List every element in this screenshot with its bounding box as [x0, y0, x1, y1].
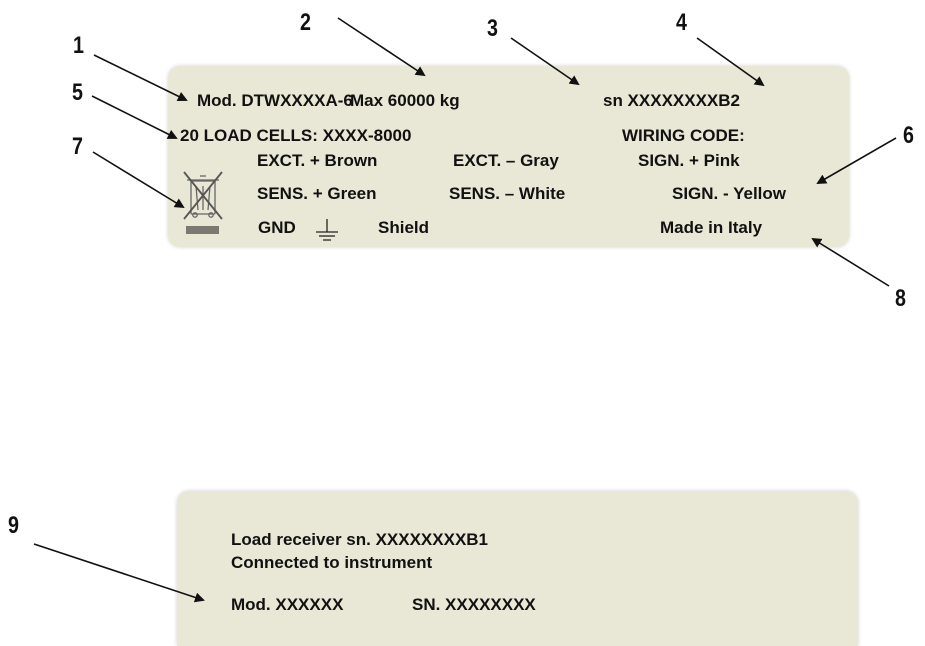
connected-to-instrument-text: Connected to instrument: [231, 553, 433, 572]
callout-arrow-7: [92, 151, 185, 209]
callout-arrow-6: [816, 137, 897, 184]
crossed-out-wheelie-bin-icon: [183, 171, 223, 234]
wiring-exct-minus: EXCT. – Gray: [453, 151, 559, 170]
callout-number-3: 3: [487, 15, 498, 42]
callout-number-8: 8: [895, 285, 906, 312]
wiring-sens-plus: SENS. + Green: [257, 184, 377, 203]
wiring-sign-minus: SIGN. - Yellow: [672, 184, 786, 203]
wiring-gnd: GND: [258, 218, 296, 237]
model-text: Mod. DTWXXXXA-6: [197, 91, 353, 110]
wiring-code-title: WIRING CODE:: [622, 126, 745, 145]
callout-number-4: 4: [676, 9, 687, 36]
serial-number-text: sn XXXXXXXXB2: [603, 91, 741, 110]
callout-number-6: 6: [903, 122, 914, 149]
load-cells-text: 20 LOAD CELLS: XXXX-8000: [180, 126, 412, 145]
max-capacity-text: Max 60000 kg: [350, 91, 460, 110]
callout-arrow-8: [811, 237, 890, 287]
callout-arrow-3: [510, 37, 580, 86]
product-label-panel: [168, 66, 849, 247]
made-in-text: Made in Italy: [660, 218, 763, 237]
wiring-shield: Shield: [378, 218, 430, 237]
callout-number-5: 5: [72, 79, 83, 106]
callout-arrow-1: [93, 54, 188, 101]
callout-arrow-4: [696, 37, 765, 87]
instrument-model-text: Mod. XXXXXX: [231, 595, 344, 614]
wiring-sign-plus: SIGN. + Pink: [638, 151, 740, 170]
wiring-sens-minus: SENS. – White: [449, 184, 566, 203]
callout-number-9: 9: [8, 512, 19, 539]
load-receiver-label-panel: [177, 491, 858, 646]
callout-arrow-5: [91, 95, 178, 139]
callout-number-7: 7: [72, 133, 83, 160]
callout-number-1: 1: [73, 32, 84, 59]
wiring-exct-plus: EXCT. + Brown: [257, 151, 378, 170]
callout-number-2: 2: [300, 9, 311, 36]
callout-arrow-2: [337, 17, 426, 77]
load-receiver-serial-text: Load receiver sn. XXXXXXXXB1: [231, 530, 489, 549]
instrument-serial-text: SN. XXXXXXXX: [412, 595, 536, 614]
ground-symbol-icon: [316, 219, 338, 241]
callout-arrow-9: [33, 543, 205, 603]
